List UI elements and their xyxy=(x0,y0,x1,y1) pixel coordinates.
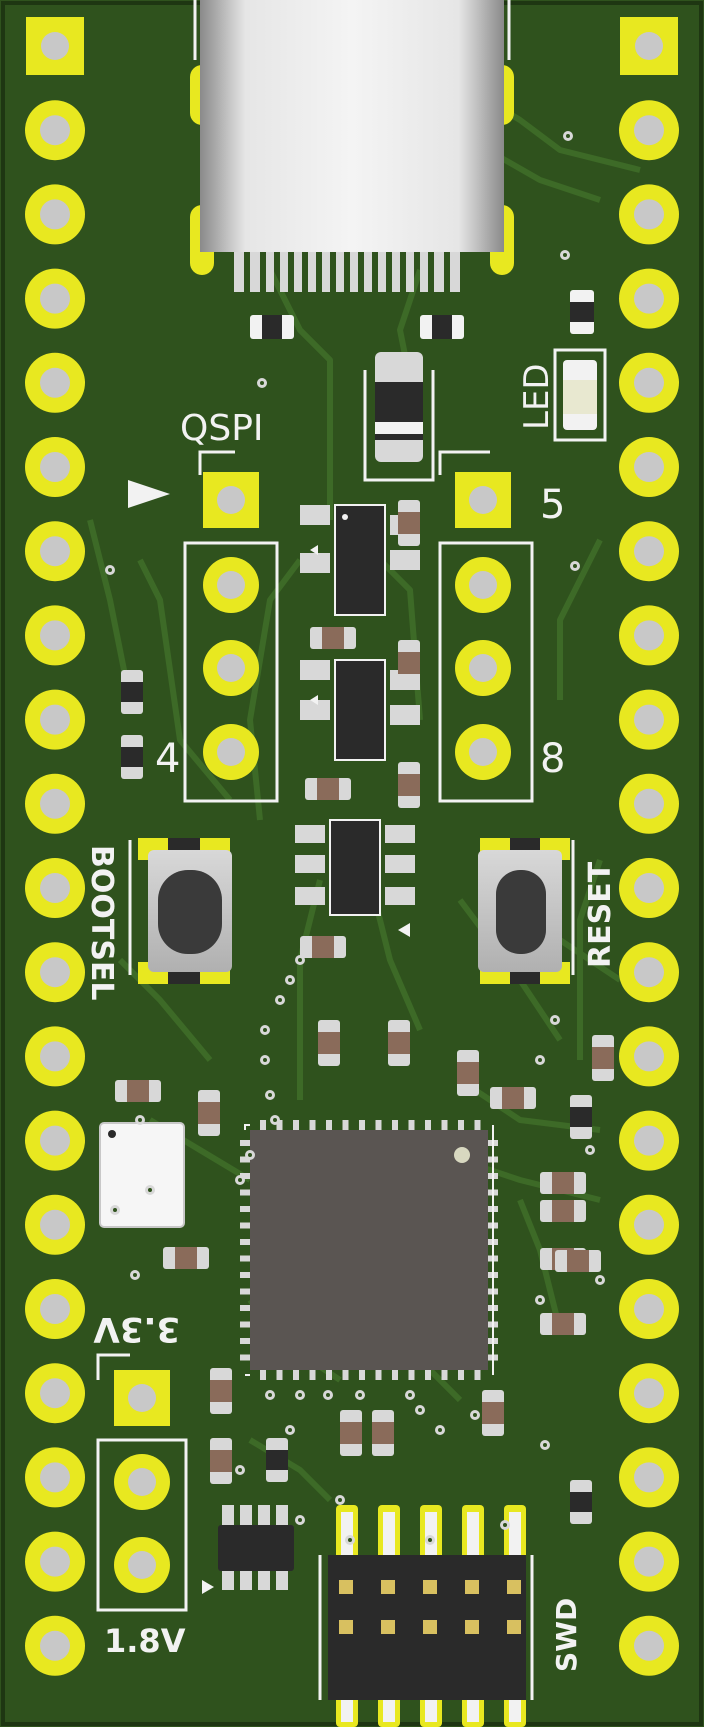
header-pin[interactable] xyxy=(25,1026,85,1087)
header-pin[interactable] xyxy=(619,184,679,245)
header-pin[interactable] xyxy=(619,1110,679,1171)
capacitor xyxy=(121,670,143,714)
header-pin[interactable] xyxy=(619,1279,679,1339)
swd-label: SWD xyxy=(550,1598,583,1672)
reset-label: RESET xyxy=(583,861,618,968)
header-pin[interactable] xyxy=(25,1615,85,1676)
header-pin[interactable] xyxy=(25,1194,85,1255)
header-pin[interactable] xyxy=(25,858,85,918)
header-pin[interactable] xyxy=(619,689,679,750)
led-label: LED xyxy=(517,363,557,430)
pin-5-label: 5 xyxy=(540,482,565,528)
resistor xyxy=(300,936,346,958)
resistor xyxy=(592,1035,614,1081)
header-pin[interactable] xyxy=(619,1447,679,1508)
header-pin[interactable] xyxy=(25,1279,85,1339)
header-pin[interactable] xyxy=(25,437,85,497)
resistor xyxy=(540,1313,586,1335)
header-pin[interactable] xyxy=(619,1363,679,1424)
left-pin-header xyxy=(26,17,84,75)
header-pin[interactable] xyxy=(25,1531,85,1592)
header-pin[interactable] xyxy=(619,521,679,582)
resistor xyxy=(310,627,356,649)
resistor xyxy=(482,1390,504,1436)
pin-8-label: 8 xyxy=(540,736,565,782)
resistor xyxy=(398,640,420,686)
capacitor xyxy=(266,1438,288,1482)
right-pin-header xyxy=(620,17,678,75)
rp2040-mcu xyxy=(240,1120,498,1380)
resistor xyxy=(115,1080,161,1102)
qspi-header-right xyxy=(438,450,534,803)
header-pin[interactable] xyxy=(25,689,85,750)
voltage-regulator xyxy=(202,1505,294,1594)
header-pin[interactable] xyxy=(619,352,679,413)
header-pin[interactable] xyxy=(619,437,679,497)
header-pin[interactable] xyxy=(619,773,679,834)
header-pin[interactable] xyxy=(25,942,85,1003)
resistor xyxy=(340,1410,362,1456)
resistor xyxy=(490,1087,536,1109)
resistor xyxy=(305,778,351,800)
resistor xyxy=(555,1250,601,1272)
resistors xyxy=(115,500,614,1524)
capacitor xyxy=(121,735,143,779)
resistor xyxy=(540,1172,586,1194)
header-pin[interactable] xyxy=(619,100,679,161)
resistor xyxy=(198,1090,220,1136)
resistor xyxy=(163,1247,209,1269)
resistor xyxy=(398,500,420,546)
header-pin[interactable] xyxy=(25,521,85,582)
header-pin[interactable] xyxy=(25,268,85,329)
header-pin[interactable] xyxy=(619,1194,679,1255)
header-pin[interactable] xyxy=(25,100,85,161)
bootsel-button[interactable] xyxy=(128,838,232,984)
capacitor xyxy=(570,1095,592,1139)
resistor xyxy=(540,1200,586,1222)
qspi-label: QSPI xyxy=(180,408,264,449)
vias xyxy=(105,131,605,1545)
voltage-jumper xyxy=(96,1353,188,1612)
resistor xyxy=(457,1050,479,1096)
left-pin-column xyxy=(25,100,85,1676)
header-pin[interactable] xyxy=(25,184,85,245)
reset-button[interactable] xyxy=(478,838,575,984)
header-pin[interactable] xyxy=(25,352,85,413)
resistor xyxy=(210,1438,232,1484)
header-pin[interactable] xyxy=(619,1615,679,1676)
resistor xyxy=(372,1410,394,1456)
header-pin[interactable] xyxy=(619,268,679,329)
header-pin[interactable] xyxy=(619,1531,679,1592)
bootsel-label: BOOTSEL xyxy=(84,845,119,1001)
usb-c-connector xyxy=(190,0,514,292)
header-pin[interactable] xyxy=(619,858,679,918)
header-pin[interactable] xyxy=(25,773,85,834)
qspi-header xyxy=(128,450,279,803)
pin-4-label: 4 xyxy=(155,736,180,782)
header-pin[interactable] xyxy=(25,1110,85,1171)
capacitor xyxy=(570,1480,592,1524)
right-pin-column xyxy=(619,100,679,1676)
header-pin[interactable] xyxy=(619,942,679,1003)
header-pin[interactable] xyxy=(619,605,679,666)
header-pin[interactable] xyxy=(25,1447,85,1508)
swd-connector xyxy=(318,1505,534,1727)
header-pin[interactable] xyxy=(25,1363,85,1424)
flash-chips xyxy=(295,504,420,937)
header-pin[interactable] xyxy=(25,605,85,666)
resistor xyxy=(388,1020,410,1066)
v33-label: 3.3V xyxy=(93,1309,180,1349)
resistor xyxy=(398,762,420,808)
header-pin[interactable] xyxy=(619,1026,679,1087)
resistor xyxy=(210,1368,232,1414)
passive-components xyxy=(250,290,607,482)
v18-label: 1.8V xyxy=(104,1622,186,1660)
resistor xyxy=(318,1020,340,1066)
